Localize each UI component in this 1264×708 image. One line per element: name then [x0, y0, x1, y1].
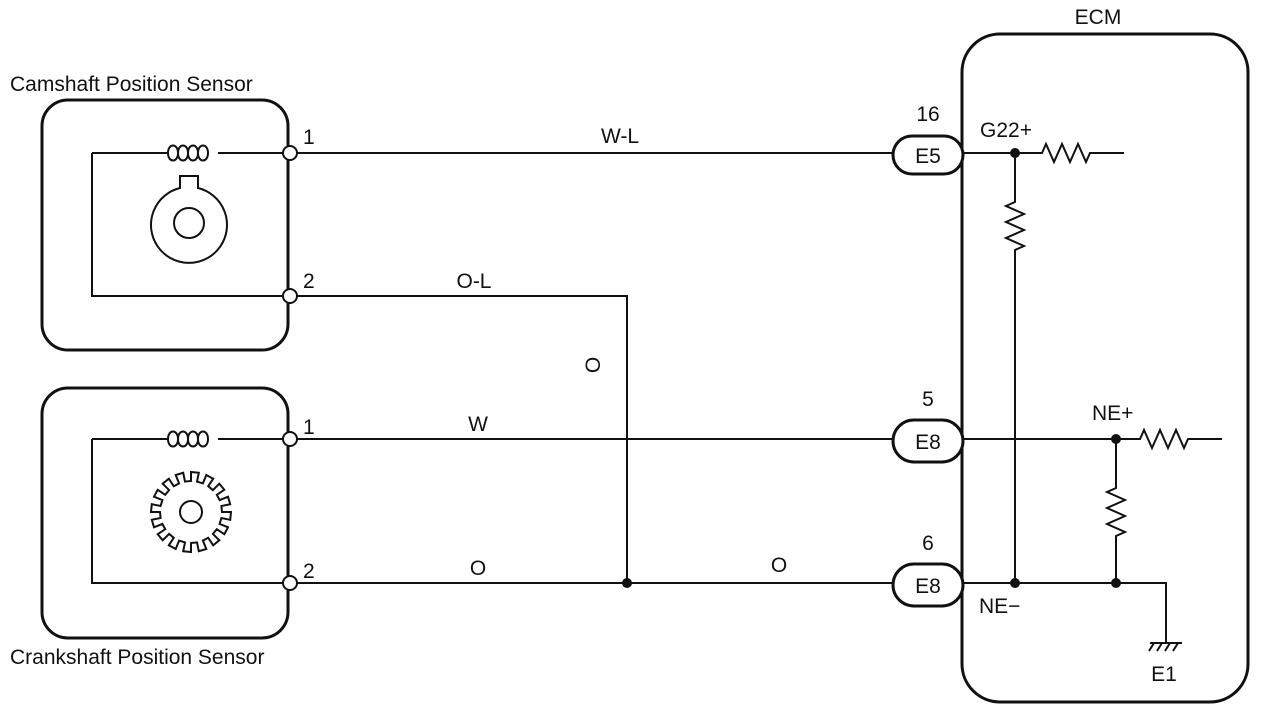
terminal-g22-label: G22+: [980, 119, 1032, 142]
wire-o-l: [297, 295, 628, 583]
camshaft-pin1-terminal: [282, 145, 298, 161]
connector-e8-pin5: E8 5: [891, 388, 965, 464]
camshaft-sensor-title: Camshaft Position Sensor: [10, 73, 253, 96]
camshaft-pin1-label: 1: [303, 126, 315, 149]
ground-icon: [1148, 642, 1182, 652]
junction-g22: [1010, 148, 1020, 158]
connector-e5-name: E5: [915, 145, 941, 168]
connector-e8-pin5-pin: 5: [922, 388, 934, 411]
connector-e5-pin: 16: [916, 103, 939, 126]
connector-e5: E5 16: [891, 103, 965, 176]
wire-label-o-l: O-L: [456, 270, 491, 293]
crankshaft-pin2-label: 2: [303, 560, 315, 583]
wire-label-w: W: [468, 413, 488, 436]
crankshaft-pin1-terminal: [282, 431, 298, 447]
connector-e8-pin5-name: E8: [915, 431, 941, 454]
connector-e8-pin6-name: E8: [915, 575, 941, 598]
camshaft-rotor-icon: [150, 175, 228, 264]
splice-dot: [622, 578, 632, 588]
camshaft-pin2-terminal: [282, 288, 298, 304]
junction-ne-plus: [1111, 434, 1121, 444]
connector-e8-pin6-pin: 6: [922, 532, 934, 555]
junction-ne-minus-right: [1111, 578, 1121, 588]
camshaft-internal-loop: [91, 144, 288, 297]
crankshaft-internal-loop: [91, 430, 288, 584]
crankshaft-sensor-box: [40, 386, 290, 640]
junction-ne-minus-left: [1010, 578, 1020, 588]
camshaft-sensor-box: [40, 98, 290, 352]
terminal-ne-plus-label: NE+: [1092, 402, 1133, 425]
terminal-ne-minus-label: NE−: [979, 595, 1020, 618]
terminal-e1-label: E1: [1151, 663, 1177, 686]
wire-label-vertical-o: O: [582, 357, 605, 373]
crankshaft-sensor-title: Crankshaft Position Sensor: [10, 646, 264, 669]
crankshaft-pin2-terminal: [282, 575, 298, 591]
crankshaft-gear-icon: [149, 470, 233, 554]
connector-e8-pin6: E8 6: [891, 532, 965, 608]
wire-label-w-l: W-L: [601, 125, 639, 148]
wire-label-o-right: O: [771, 554, 787, 577]
crankshaft-pin1-label: 1: [303, 416, 315, 439]
ecm-box: [960, 32, 1250, 704]
ecm-title: ECM: [1075, 6, 1122, 29]
camshaft-pin2-label: 2: [303, 270, 315, 293]
wire-label-o-left: O: [470, 557, 486, 580]
ecm-internal-circuit: [963, 141, 1222, 642]
